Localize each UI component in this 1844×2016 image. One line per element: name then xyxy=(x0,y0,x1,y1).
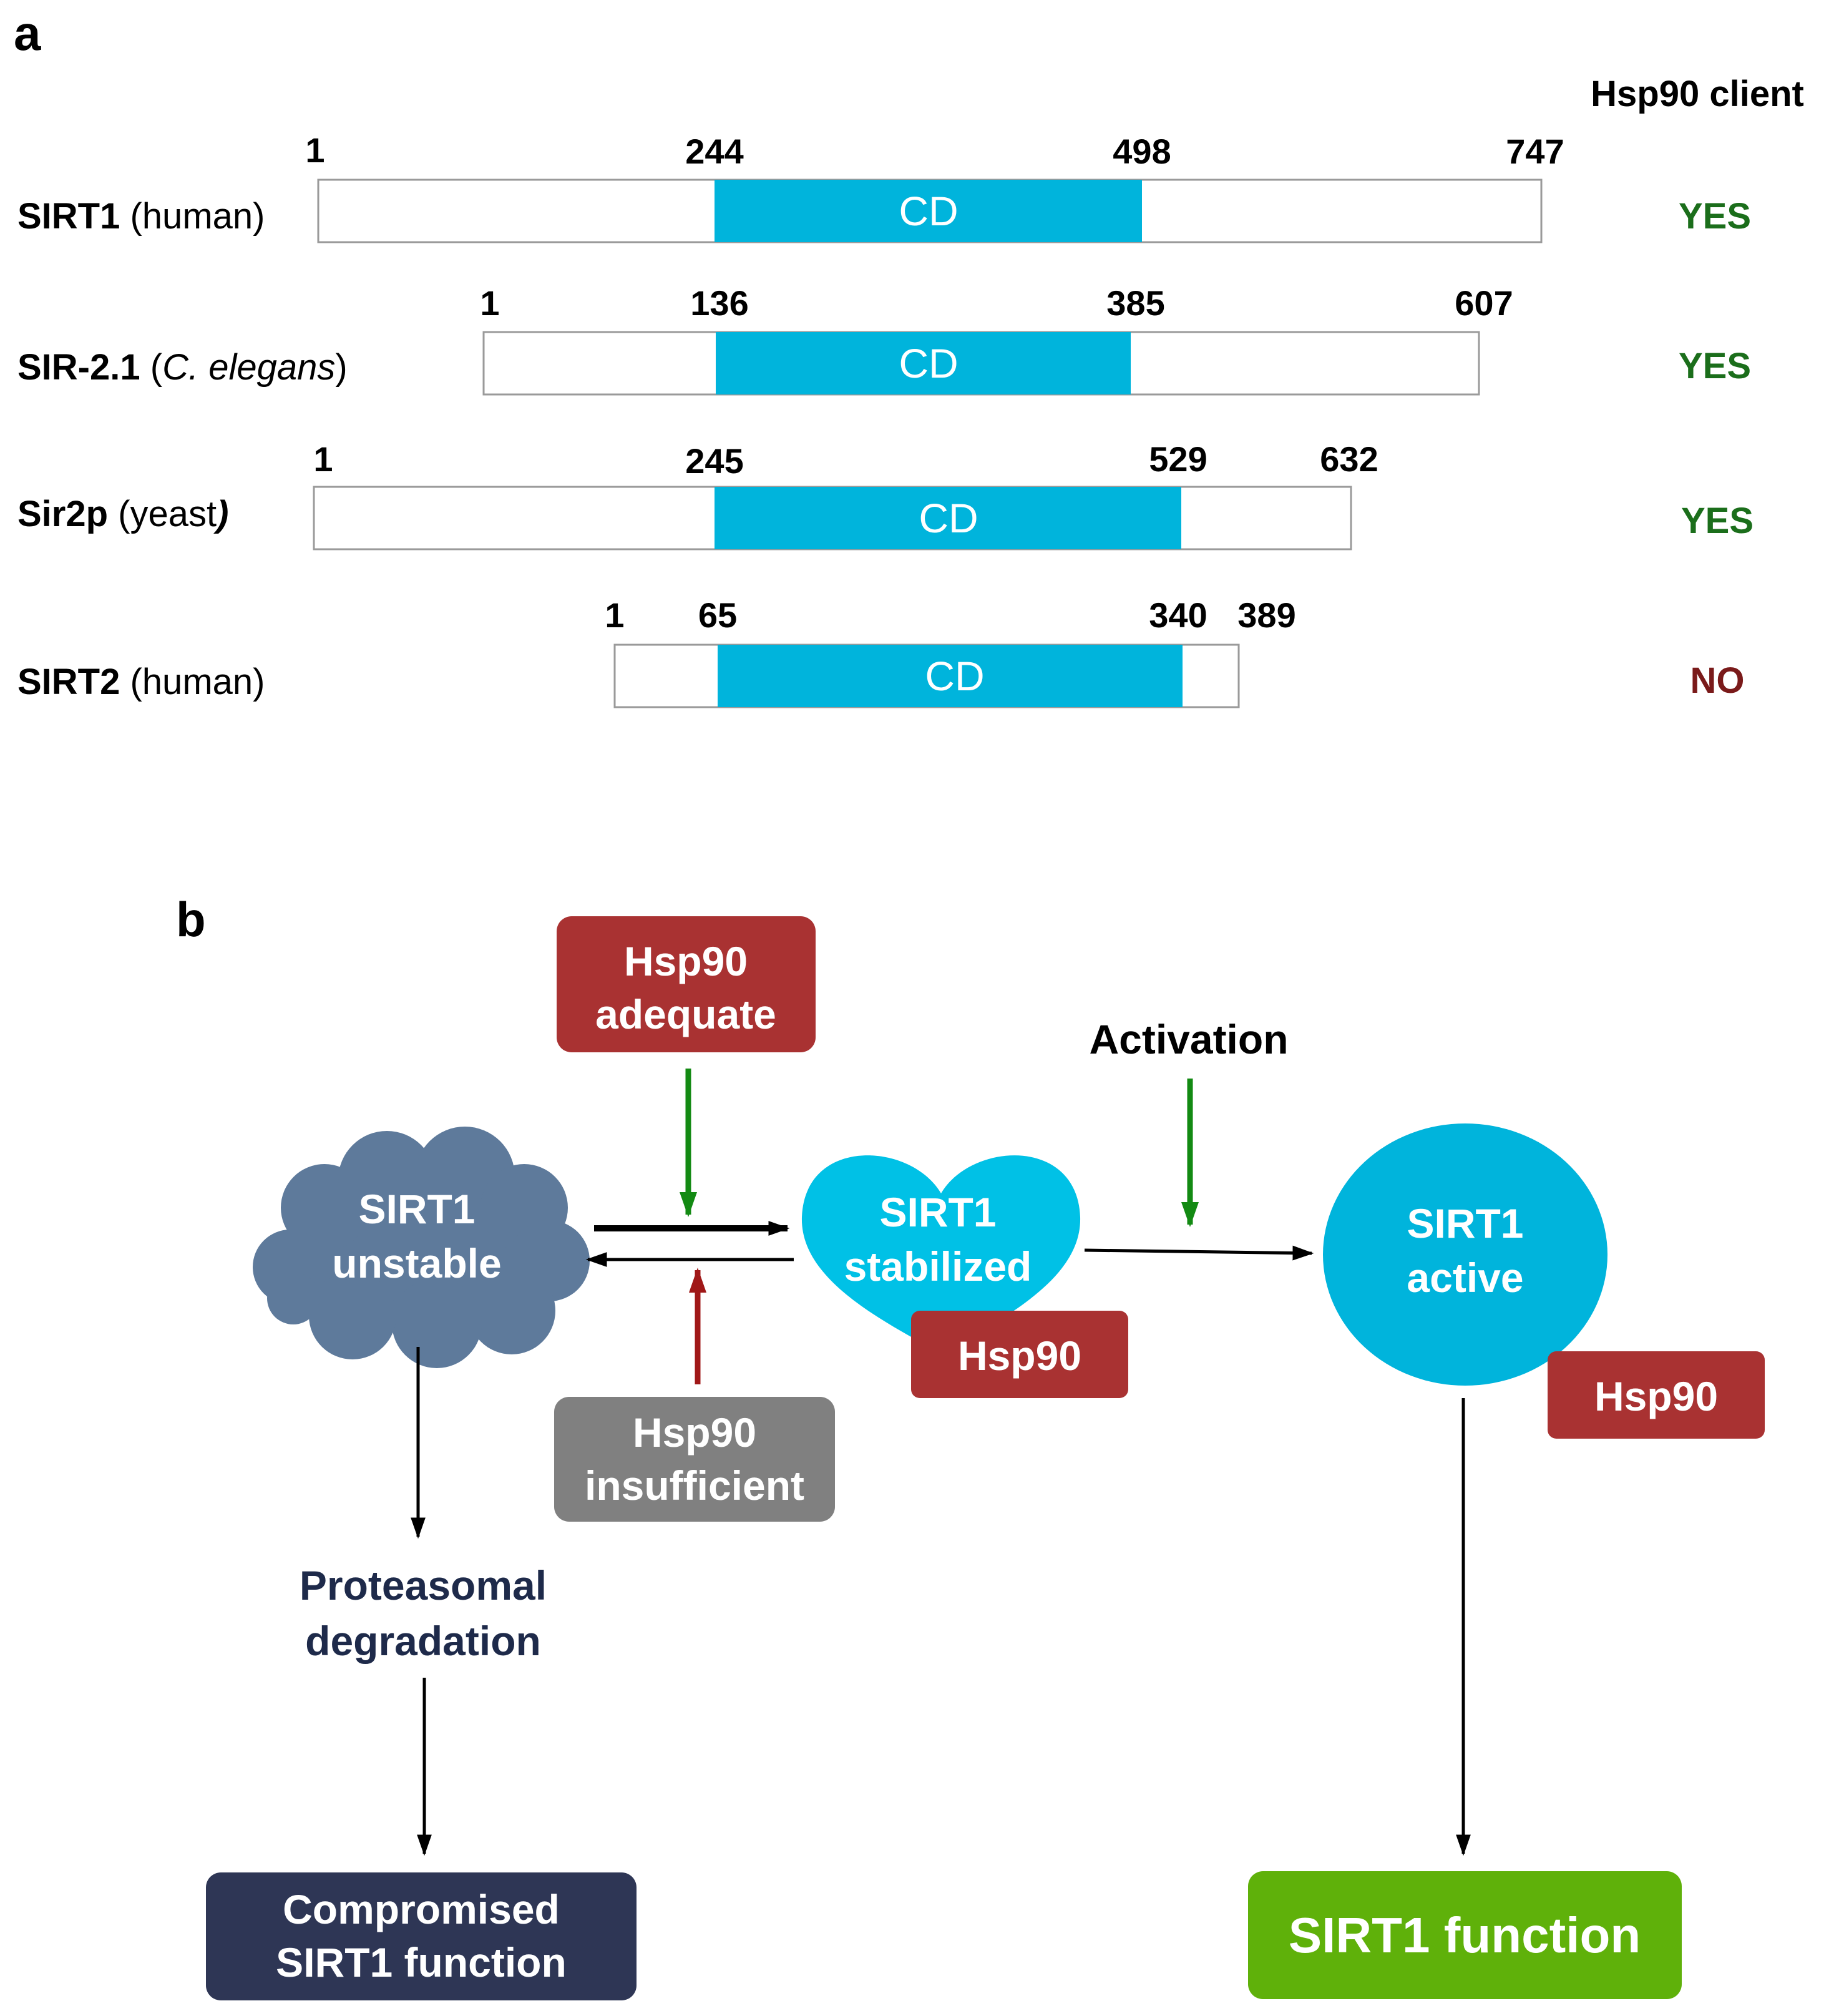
residue-end: 389 xyxy=(1237,595,1295,635)
residue-cd-start: 65 xyxy=(698,595,737,635)
client-status-no: NO xyxy=(1690,660,1745,701)
residue-end: 747 xyxy=(1506,132,1564,171)
client-status-yes: YES xyxy=(1679,346,1751,386)
residue-cd-start: 136 xyxy=(690,283,748,323)
protein-name: Sir2p (yeast) xyxy=(17,494,228,534)
compromised-function-box: Compromised SIRT1 function xyxy=(206,1872,637,2000)
residue-start: 1 xyxy=(313,439,333,479)
cd-label: CD xyxy=(925,653,984,699)
cd-label: CD xyxy=(899,340,958,386)
protein-name: SIR-2.1 (C. elegans) xyxy=(17,347,348,388)
hsp90-tag-label: Hsp90 xyxy=(958,1333,1081,1379)
residue-cd-end: 340 xyxy=(1149,595,1207,635)
panel-b-label: b xyxy=(176,892,206,947)
protein-row-sirt1: SIRT1 (human) CD 1 244 498 747 YES xyxy=(17,130,1751,243)
sirt1-unstable-line2: unstable xyxy=(332,1240,501,1286)
protein-name: SIRT2 (human) xyxy=(17,662,265,702)
sirt1-active-line1: SIRT1 xyxy=(1407,1200,1523,1246)
client-status-yes: YES xyxy=(1679,196,1751,237)
hsp90-tag-stabilized: Hsp90 xyxy=(911,1311,1128,1398)
residue-end: 632 xyxy=(1320,439,1378,479)
protein-row-sir-2-1: SIR-2.1 (C. elegans) CD 1 136 385 607 YE… xyxy=(17,283,1751,396)
proteasomal-line1: Proteasomal xyxy=(300,1562,547,1608)
sirt1-stabilized-heart: SIRT1 stabilized xyxy=(801,1155,1081,1353)
cd-label: CD xyxy=(899,188,958,234)
activation-label: Activation xyxy=(1089,1016,1288,1062)
sirt1-unstable-cloud: SIRT1 unstable xyxy=(253,1127,590,1368)
sirt1-stabilized-line2: stabilized xyxy=(844,1243,1032,1289)
cd-domain xyxy=(715,487,1181,549)
hsp90-insufficient-line2: insufficient xyxy=(585,1462,804,1509)
residue-cd-start: 244 xyxy=(685,132,743,171)
cd-domain xyxy=(715,180,1142,242)
protein-row-sir2p: Sir2p (yeast) CD 1 245 529 632 YES xyxy=(17,439,1754,550)
residue-start: 1 xyxy=(605,595,624,635)
hsp90-client-header: Hsp90 client xyxy=(1591,74,1804,114)
residue-start: 1 xyxy=(480,283,499,323)
residue-cd-end: 498 xyxy=(1113,132,1171,171)
residue-cd-end: 529 xyxy=(1149,439,1207,479)
hsp90-tag-label: Hsp90 xyxy=(1594,1373,1718,1419)
sirt1-stabilized-line1: SIRT1 xyxy=(879,1189,996,1235)
panel-a-label: a xyxy=(14,6,41,61)
compromised-line1: Compromised xyxy=(283,1886,560,1932)
sirt1-active-line2: active xyxy=(1407,1255,1523,1301)
protein-name: SIRT1 (human) xyxy=(17,196,265,237)
cd-label: CD xyxy=(919,495,978,541)
compromised-line2: SIRT1 function xyxy=(276,1939,567,1985)
hsp90-tag-active: Hsp90 xyxy=(1548,1351,1765,1439)
hsp90-insufficient-line1: Hsp90 xyxy=(633,1409,756,1456)
sirt1-function-label: SIRT1 function xyxy=(1289,1907,1641,1963)
protein-row-sirt2: SIRT2 (human) CD 1 65 340 389 NO xyxy=(17,595,1745,708)
residue-cd-start: 245 xyxy=(685,441,743,481)
activation-arrow xyxy=(1084,1245,1314,1261)
hsp90-adequate-line2: adequate xyxy=(595,991,776,1037)
residue-cd-end: 385 xyxy=(1106,283,1164,323)
sirt1-active-circle: SIRT1 active xyxy=(1323,1123,1607,1386)
residue-start: 1 xyxy=(305,130,324,170)
client-status-yes: YES xyxy=(1681,501,1754,541)
hsp90-insufficient-box: Hsp90 insufficient xyxy=(554,1397,835,1522)
residue-end: 607 xyxy=(1455,283,1513,323)
cd-domain xyxy=(718,645,1183,707)
sirt1-unstable-line1: SIRT1 xyxy=(358,1186,475,1232)
cd-domain xyxy=(716,332,1131,394)
sirt1-function-box: SIRT1 function xyxy=(1248,1871,1682,1999)
proteasomal-line2: degradation xyxy=(305,1618,541,1664)
hsp90-adequate-line1: Hsp90 xyxy=(624,938,748,984)
hsp90-adequate-box: Hsp90 adequate xyxy=(557,916,816,1052)
